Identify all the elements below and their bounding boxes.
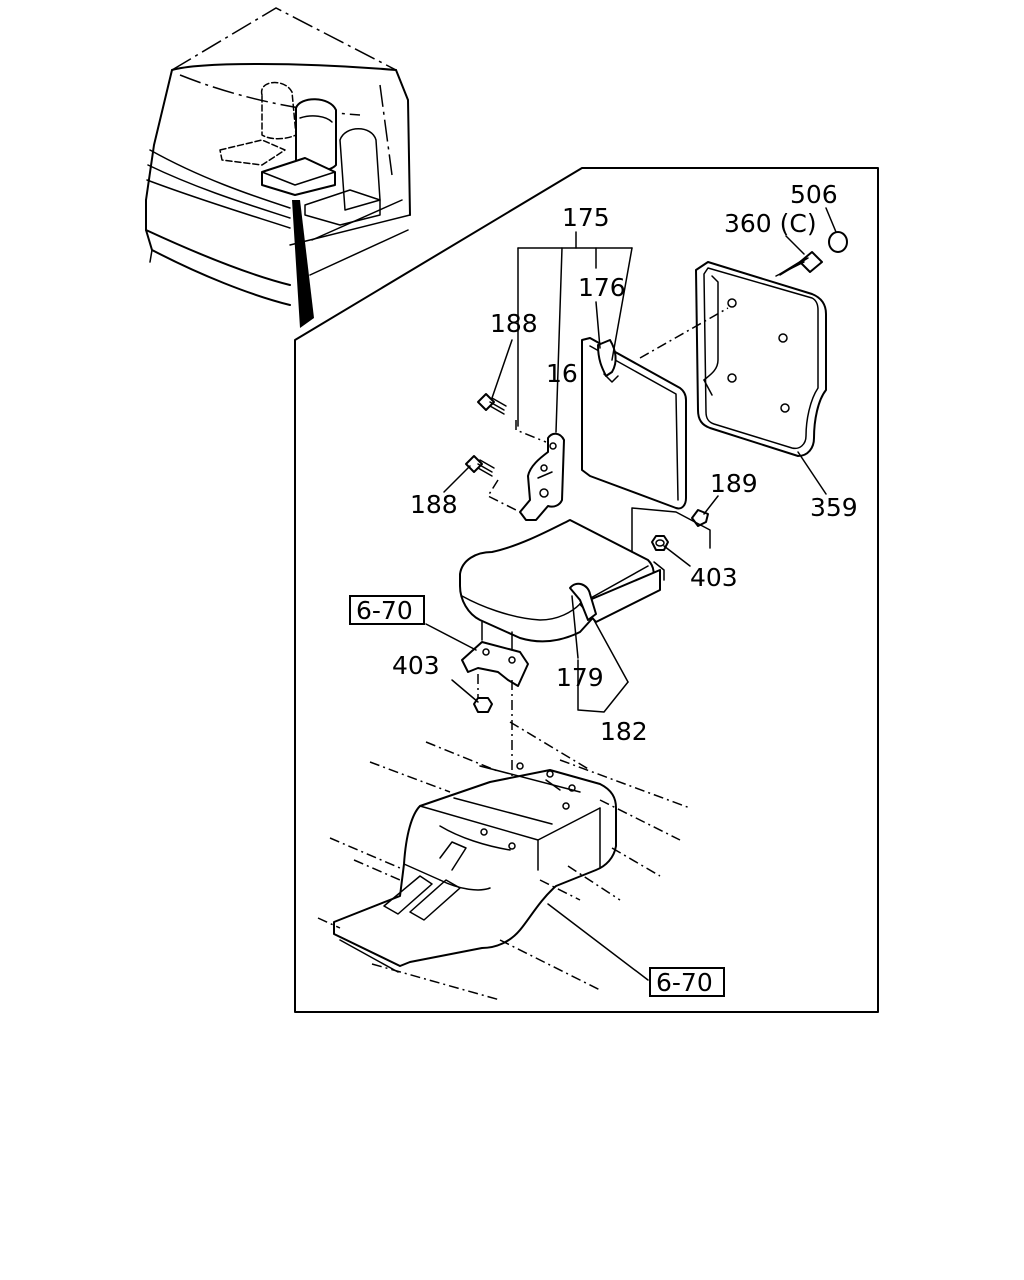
- floor-console-icon: [333, 762, 617, 973]
- callout-359: 359: [810, 493, 858, 522]
- callout-182: 182: [600, 717, 648, 746]
- hinge-bracket-icon: [519, 432, 565, 521]
- cap-506-icon: [828, 231, 848, 253]
- seat-back-cushion-icon: [581, 337, 687, 510]
- callout-179: 179: [556, 663, 604, 692]
- callout-16: 16: [546, 359, 578, 388]
- detail-frame: [294, 167, 879, 1013]
- callout-506: 506: [790, 180, 838, 209]
- mount-bracket-icon: [461, 621, 529, 700]
- callout-176: 176: [578, 273, 626, 302]
- reference-box-top[interactable]: 6-70: [349, 595, 425, 625]
- truck-cab-overview-icon: [145, 7, 411, 328]
- seat-back-cover-icon: [695, 261, 827, 457]
- callout-189: 189: [710, 469, 758, 498]
- reference-label-bottom: 6-70: [656, 968, 713, 997]
- floor-construction-lines: [317, 721, 691, 1001]
- callout-175: 175: [562, 203, 610, 232]
- reference-box-bottom[interactable]: 6-70: [649, 967, 725, 997]
- callout-403-right: 403: [690, 563, 738, 592]
- callout-188-top: 188: [490, 309, 538, 338]
- reference-label-top: 6-70: [356, 596, 413, 625]
- callout-403-left: 403: [392, 651, 440, 680]
- seat-cushion-icon: [459, 519, 665, 643]
- bolt-188-top-icon: [477, 393, 507, 415]
- callout-188-bottom: 188: [410, 490, 458, 519]
- leader-lines: [425, 207, 837, 981]
- callout-360c: 360 (C): [724, 209, 817, 238]
- bolt-188-bottom-icon: [465, 455, 495, 477]
